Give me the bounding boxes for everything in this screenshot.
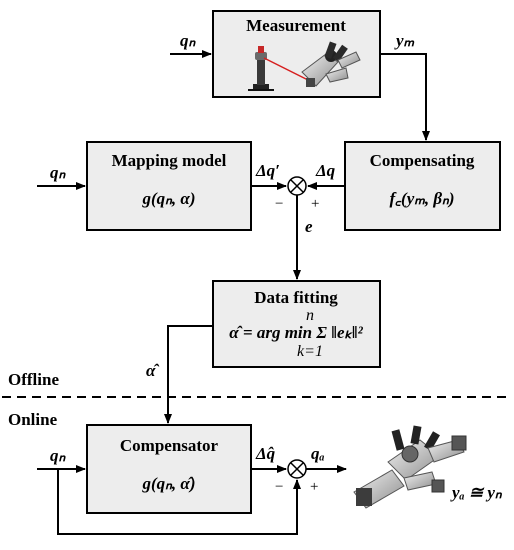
compensator-formula: g(qₙ, α̂): [141, 474, 195, 493]
compensating-title: Compensating: [370, 151, 475, 170]
label-dq-hat: Δq̂: [255, 444, 276, 463]
label-qa: qₐ: [311, 444, 325, 463]
robot-small-icon: [301, 41, 361, 87]
compensating-formula: f꜀(yₘ, βₙ): [390, 189, 455, 208]
arrow-ym-to-compensating: [380, 53, 430, 141]
online-label: Online: [8, 410, 58, 429]
measurement-block: Measurement: [212, 10, 381, 98]
sum-upper-limit: n: [306, 307, 314, 324]
compensating-block: Compensating f꜀(yₘ, βₙ): [344, 141, 501, 231]
data-fitting-title: Data fitting: [254, 288, 338, 307]
summing-junction-2: [287, 459, 307, 479]
label-result: yₐ ≅ yₙ: [450, 483, 503, 502]
data-fitting-block: Data fitting α̂ = arg min Σ ‖eₖ‖² n k=1: [212, 280, 381, 368]
robot-end-effector-icon: [353, 425, 467, 509]
sign-sum1-right: +: [311, 196, 319, 212]
mapping-model-formula: g(qₙ, α): [141, 189, 195, 208]
label-qn-online: qₙ: [50, 446, 67, 465]
feedback-loop-qn: [57, 469, 301, 535]
label-dq: Δq: [315, 161, 336, 180]
label-dq-prime: Δq′: [255, 161, 280, 180]
sign-sum2-right: +: [310, 479, 318, 495]
compensator-title: Compensator: [120, 436, 219, 455]
mapping-model-block: Mapping model g(qₙ, α): [86, 141, 252, 231]
label-e: e: [305, 217, 313, 236]
compensator-block: Compensator g(qₙ, α̂): [86, 424, 252, 514]
label-qn-measure: qₙ: [180, 31, 197, 50]
laser-beam: [263, 57, 313, 83]
offline-label: Offline: [8, 370, 59, 389]
mapping-model-title: Mapping model: [112, 151, 227, 170]
sign-sum2-left: −: [275, 479, 283, 495]
sign-sum1-left: −: [275, 196, 283, 212]
summing-junction-1: [287, 176, 307, 196]
label-ym: yₘ: [394, 31, 415, 50]
arrow-alpha-to-compensator: [164, 325, 213, 424]
label-qn-mapping: qₙ: [50, 163, 67, 182]
data-fitting-formula: α̂ = arg min Σ ‖eₖ‖²: [229, 323, 363, 342]
label-alpha-hat: α̂: [146, 361, 159, 380]
measurement-title: Measurement: [246, 16, 346, 35]
sum-lower-limit: k=1: [297, 343, 323, 360]
